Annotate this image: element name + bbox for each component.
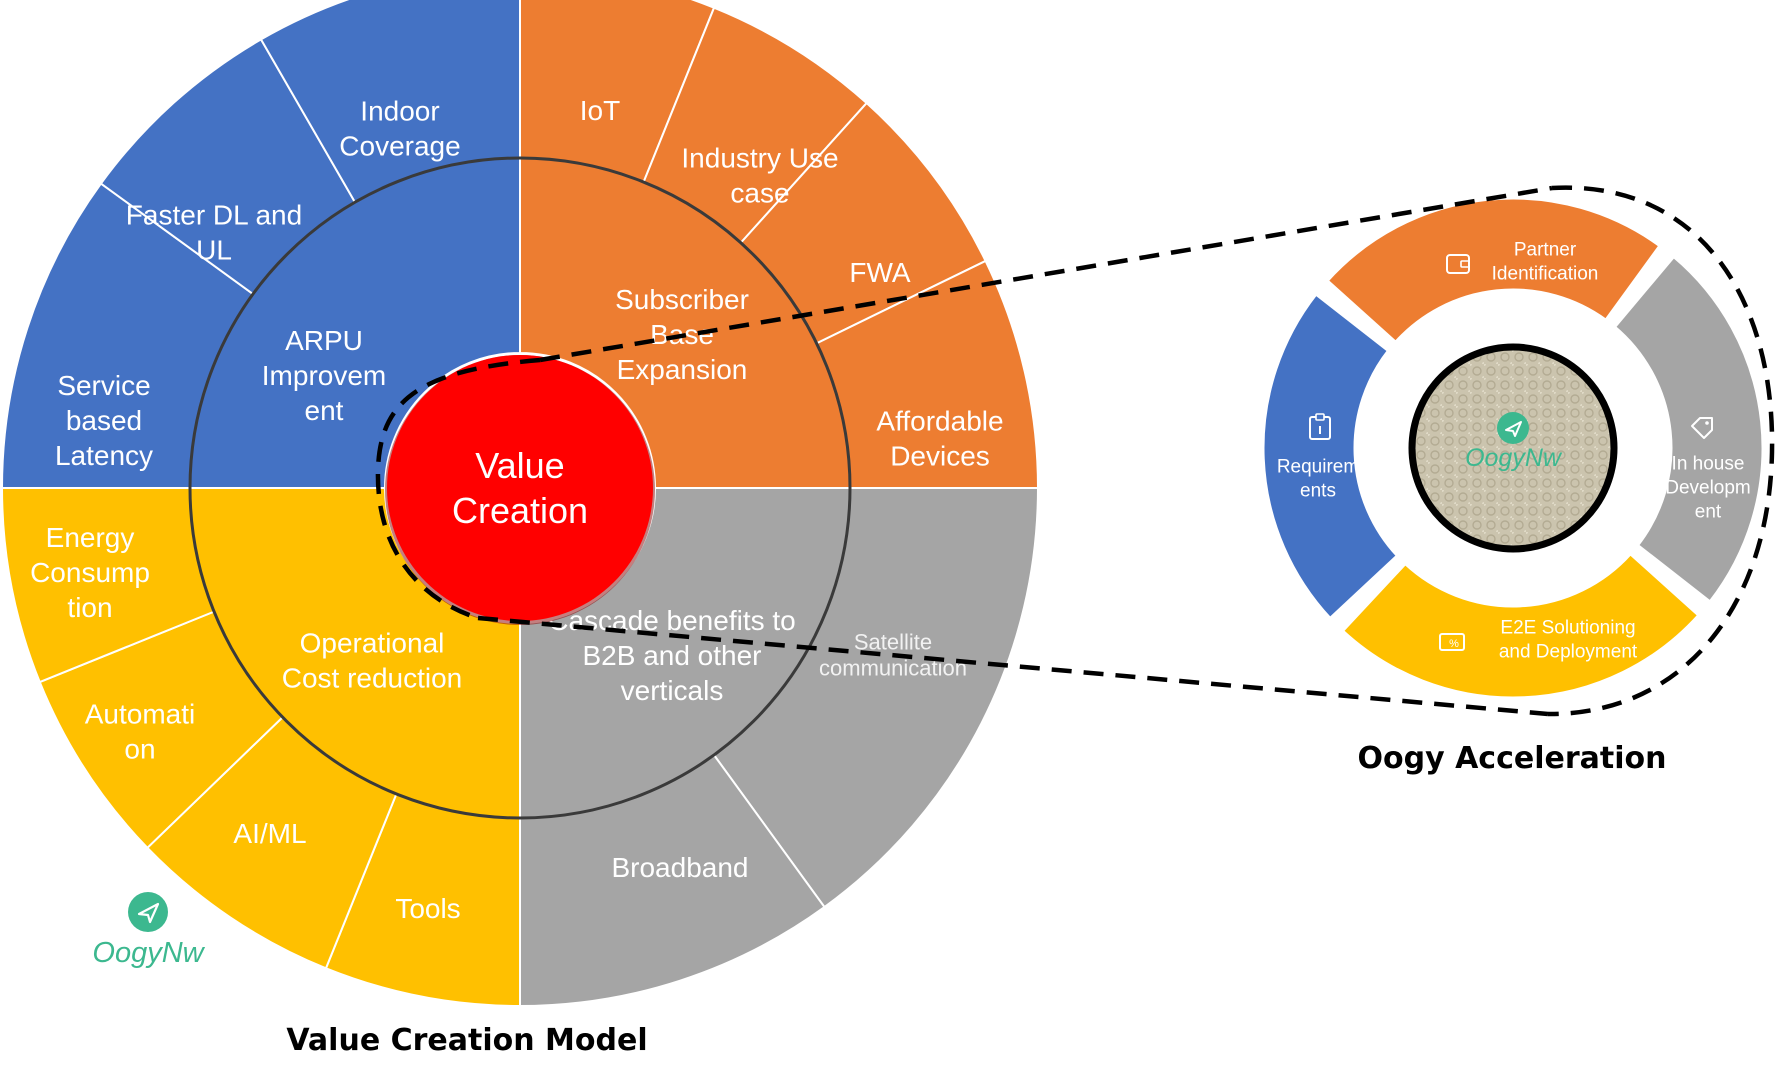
subscriber-outer-label: IoT: [580, 95, 620, 126]
label-line: Indoor: [360, 95, 439, 126]
label-line: AI/ML: [233, 818, 306, 849]
ticket-icon: %: [1439, 633, 1465, 651]
label-line: Industry Use: [681, 142, 838, 173]
label-line: Faster DL and: [126, 199, 302, 230]
subscriber-outer-label: Industry Use case: [681, 142, 838, 208]
label-line: Identification: [1492, 264, 1599, 285]
cascade-label: Cascade benefits to B2B and other vertical…: [548, 605, 796, 706]
oogynw-logo: OogyNw: [92, 892, 206, 969]
label-line: ents: [1300, 481, 1336, 502]
label-line: case: [730, 177, 789, 208]
opex-outer-label: Automati on: [85, 698, 196, 764]
label-line: Subscriber: [615, 284, 749, 315]
paper-plane-icon: [137, 902, 160, 924]
zoom-callout-outline: [375, 185, 1775, 717]
opex-outer-label: Tools: [395, 893, 460, 924]
acceleration-segment: [1261, 291, 1400, 621]
label-line: based: [66, 405, 142, 436]
label-line: Energy: [46, 522, 135, 553]
label-line: Cascade benefits to: [548, 605, 796, 636]
label-line: communication: [819, 656, 967, 681]
svg-text:%: %: [1449, 638, 1459, 650]
oogy-acceleration-caption: Oogy Acceleration: [1358, 741, 1667, 776]
logo-text: OogyNw: [1465, 444, 1563, 472]
label-line: Cost reduction: [282, 662, 463, 693]
label-line: Satellite: [854, 630, 932, 655]
logo-text: OogyNw: [92, 937, 205, 969]
label-line: Service: [57, 370, 150, 401]
paper-plane-icon: [1505, 421, 1522, 437]
label-line: Value: [475, 445, 564, 486]
ring-divider: [188, 156, 852, 820]
label-line: ARPU: [285, 325, 363, 356]
label-line: Developm: [1665, 478, 1751, 499]
label-line: Improvem: [262, 360, 386, 391]
label-line: Operational: [300, 627, 445, 658]
arpu-label: ARPU Improvem ent: [262, 325, 386, 426]
label-line: IoT: [580, 95, 620, 126]
label-line: Requirem: [1277, 457, 1359, 478]
oogynw-logo: OogyNw: [1465, 412, 1563, 472]
label-line: on: [124, 733, 155, 764]
label-line: ent: [305, 395, 344, 426]
label-line: Latency: [55, 440, 153, 471]
label-line: UL: [196, 234, 232, 265]
label-line: B2B and other: [582, 640, 761, 671]
label-line: E2E Solutioning: [1500, 618, 1635, 639]
value-creation-center: [387, 355, 653, 621]
wallet-icon: [1446, 254, 1470, 274]
label-line: Coverage: [339, 130, 460, 161]
label-line: verticals: [621, 675, 724, 706]
label-line: Devices: [890, 440, 990, 471]
clipboard-icon: [1309, 413, 1331, 440]
label-line: Affordable: [876, 405, 1003, 436]
acceleration-label: Requirem ents: [1277, 457, 1359, 502]
label-line: Consump: [30, 557, 150, 588]
label-line: Creation: [452, 490, 588, 531]
label-line: Broadband: [611, 852, 748, 883]
acceleration-segment: [1612, 254, 1765, 605]
acceleration-label: E2E Solutioning and Deployment: [1499, 618, 1638, 663]
label-line: ent: [1695, 502, 1722, 523]
value-creation-caption: Value Creation Model: [286, 1023, 647, 1058]
acceleration-segment: [1340, 551, 1701, 700]
opex-outer-label: AI/ML: [233, 818, 306, 849]
subscriber-outer-label: FWA: [849, 257, 910, 288]
center-logo-disc: [1408, 343, 1618, 553]
label-line: and Deployment: [1499, 642, 1638, 663]
label-line: tion: [67, 592, 112, 623]
label-line: In house: [1672, 454, 1745, 475]
cascade-outer-label: Broadband: [611, 852, 748, 883]
label-line: Tools: [395, 893, 460, 924]
acceleration-segment: [1325, 196, 1663, 345]
label-line: Expansion: [617, 354, 748, 385]
tag-icon: [1691, 417, 1713, 439]
label-line: Automati: [85, 698, 196, 729]
label-line: FWA: [849, 257, 910, 288]
label-line: Partner: [1514, 240, 1577, 261]
